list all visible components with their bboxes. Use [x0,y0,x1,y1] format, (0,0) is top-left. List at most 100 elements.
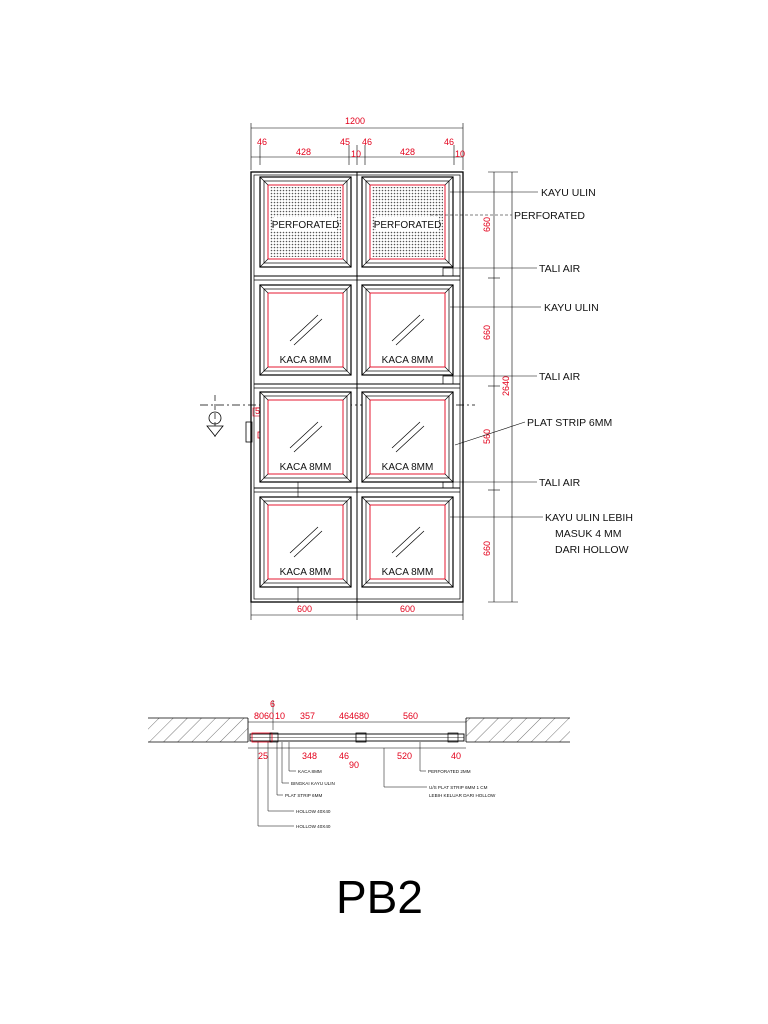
plan-dim-top-4: 357 [300,711,315,721]
dim-right-4: 660 [482,541,492,556]
panel-mitre [342,284,352,294]
panel-mitre [361,496,371,506]
panel-mitre [444,176,454,186]
callout-kayu-ulin-lebih-2: MASUK 4 MM [555,528,622,540]
callout-kayu-ulin-2: KAYU ULIN [544,302,599,314]
glass-reflection [395,318,425,346]
tali-air-mark [442,375,454,385]
callout-plat-strip: PLAT STRIP 6MM [527,417,612,429]
panel-glass-edge [369,504,446,580]
door-panel: KACA 8MM [259,284,352,376]
panel-mitre [342,258,352,268]
plan-dim-bottom-4: 520 [397,751,412,761]
callout-perforated: PERFORATED [514,210,585,222]
dim-top-6: 46 [444,137,454,147]
panel-bead [263,500,348,584]
bottom-dimensions: 600 600 [250,602,464,620]
panel-label: PERFORATED [272,220,340,231]
door-panel: PERFORATED [361,176,454,268]
panel-mitre [444,496,454,506]
panel-label: KACA 8MM [382,567,434,578]
panel-label: KACA 8MM [280,462,332,473]
glass-reflection [391,314,421,342]
glass-reflection [395,425,425,453]
dim-top-4: 46 [362,137,372,147]
overall-height-dim: 2640 [501,376,511,396]
panel-mitre [361,366,371,376]
panel-glass-edge [369,184,446,260]
panel-label: KACA 8MM [280,355,332,366]
door-panel: PERFORATED [259,176,352,268]
door-panel: KACA 8MM [361,496,454,588]
plan-dim-bottom-3: 46 [339,751,349,761]
dim-bottom-2: 600 [400,604,415,614]
panel-mitre [259,391,269,401]
panel-mitre [361,284,371,294]
panel-mitre [259,578,269,588]
door-panel: KACA 8MM [259,391,352,483]
panel-bead [263,288,348,372]
elevation-callouts: KAYU ULIN PERFORATED TALI AIR KAYU ULIN … [430,187,633,556]
panel-glass-edge [369,292,446,368]
dim-top-1: 46 [257,137,267,147]
panel-mitre [444,473,454,483]
panel-mitre [342,366,352,376]
panel-mitre [342,391,352,401]
door-panel: KACA 8MM [361,391,454,483]
panel-frame [361,391,454,483]
plan-dim-bottom-2: 348 [302,751,317,761]
wall-right [466,718,570,742]
door-panel: KACA 8MM [361,284,454,376]
glass-reflection [395,530,425,558]
panel-bead [365,288,450,372]
callout-kayu-ulin-1: KAYU ULIN [541,187,596,199]
plan-callout-5: HOLLOW 40X40 [296,824,331,829]
section-arrow-icon [206,425,224,437]
glass-reflection [289,314,319,342]
dim-top-3: 45 [340,137,350,147]
panel-glass-edge [369,399,446,475]
panel-bead [263,180,348,264]
door-panel: KACA 8MM [259,496,352,588]
tali-air-mark [442,267,454,277]
plan-dim-top-7: 560 [403,711,418,721]
plan-dim-top-3: 10 [275,711,285,721]
plan-dim-bottom-small: 90 [349,760,359,770]
panel-frame [361,284,454,376]
panel-bead [263,395,348,479]
dim-top-5: 428 [400,147,415,157]
panel-bead [365,395,450,479]
panel-mitre [361,473,371,483]
panel-label-bg [274,217,337,231]
plan-dim-top-1: 80 [254,711,264,721]
panel-mitre [444,284,454,294]
plan-dim-small-top: 6 [270,699,275,709]
plan-callout-2: BINGKAI KAYU ULIN [291,781,335,786]
plan-dim-top-2: 60 [264,711,274,721]
panel-mitre [444,391,454,401]
panel-mitre [259,258,269,268]
glass-reflection [391,526,421,554]
dim-right-3: 560 [482,429,492,444]
panel-glass-edge [267,399,344,475]
panel-glass-edge [267,184,344,260]
panel-label-bg [376,217,439,231]
panel-mitre [259,496,269,506]
callout-tali-air-1: TALI AIR [539,263,581,275]
lock-body [245,421,253,443]
overall-width-dim: 1200 [345,116,365,126]
panel-mitre [444,366,454,376]
plan-dim-bottom-1: 25 [258,751,268,761]
panel-frame [259,391,352,483]
section-marker-icon [208,411,222,425]
dim-bottom-1: 600 [297,604,312,614]
panel-mitre [361,391,371,401]
plan-callout-3: PLAT STRIP 6MM [285,793,322,798]
panel-mitre [361,258,371,268]
callout-tali-air-2: TALI AIR [539,371,581,383]
dim-top-small-2: 10 [455,149,465,159]
panel-mitre [259,284,269,294]
panel-mitre [259,366,269,376]
panel-label: KACA 8MM [382,462,434,473]
